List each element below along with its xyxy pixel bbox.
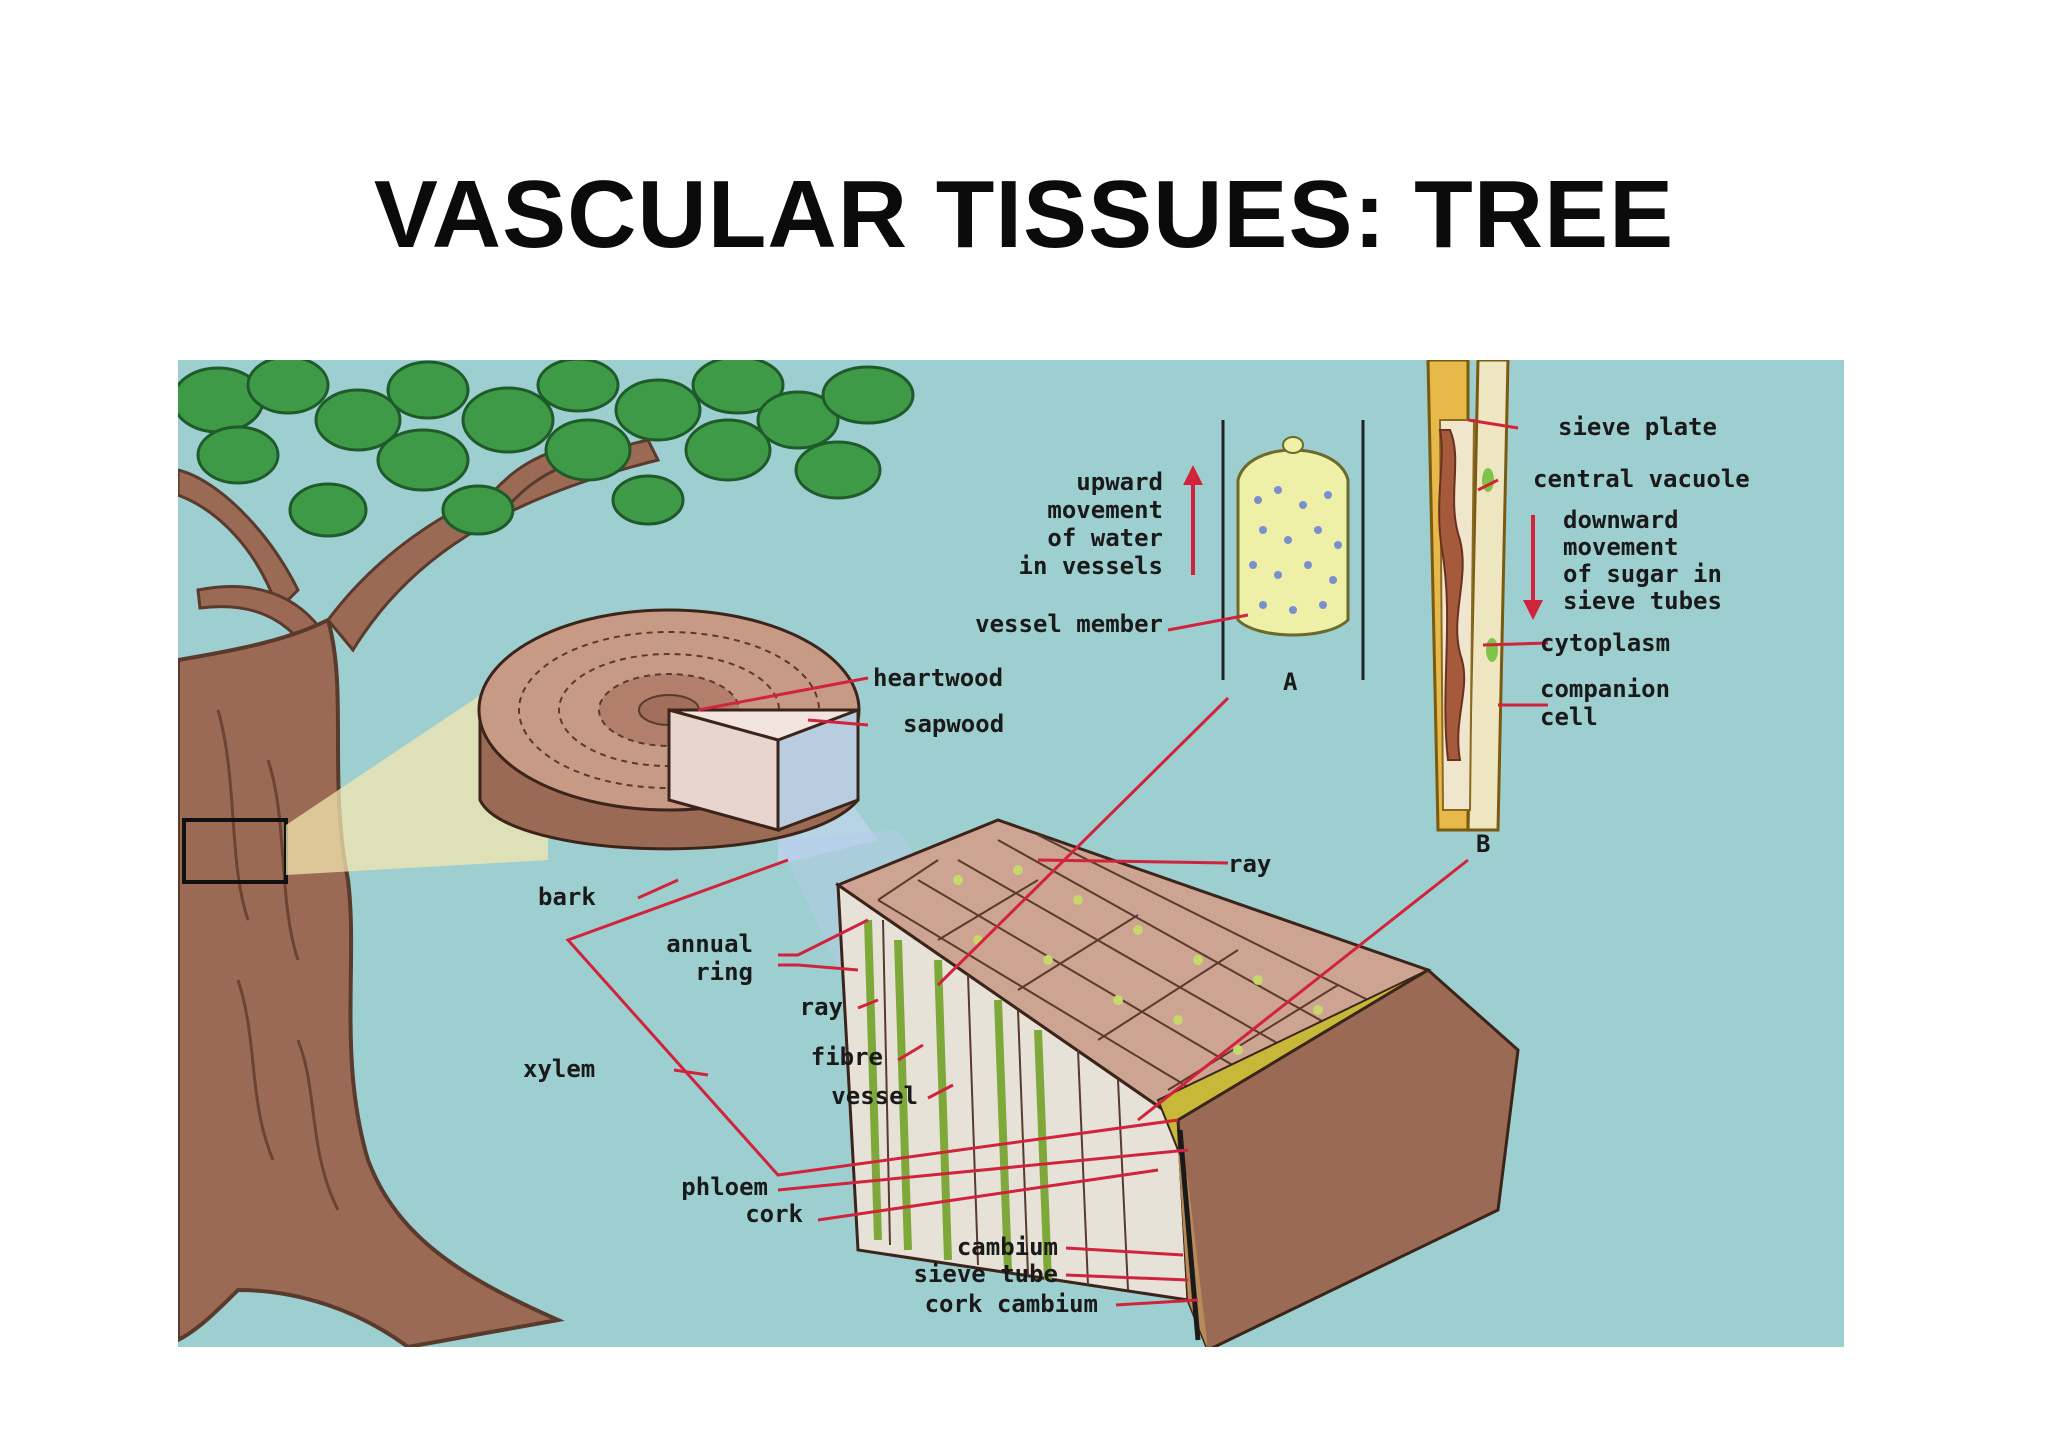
tree-vascular-diagram: upward movement of water in vessels vess… <box>178 360 1844 1347</box>
wood-block-cross-section <box>834 818 1520 1347</box>
label-B: B <box>1476 830 1490 858</box>
label-companion-1: companion <box>1540 675 1670 703</box>
label-downward-4: sieve tubes <box>1563 587 1722 615</box>
label-upward-4: in vessels <box>1019 552 1164 580</box>
label-bark: bark <box>538 883 596 911</box>
label-heartwood: heartwood <box>873 664 1003 692</box>
label-ray: ray <box>800 993 843 1021</box>
label-cork-cambium: cork cambium <box>925 1290 1098 1318</box>
vessel-member-illustration <box>1183 420 1365 680</box>
label-cork: cork <box>745 1200 803 1228</box>
label-ray-top: ray <box>1228 850 1271 878</box>
label-annual-1: annual <box>666 930 753 958</box>
sieve-tube-illustration <box>1426 360 1543 832</box>
label-sieve-plate: sieve plate <box>1558 413 1717 441</box>
label-cambium: cambium <box>957 1233 1058 1261</box>
label-A: A <box>1283 668 1298 696</box>
label-phloem: phloem <box>681 1173 768 1201</box>
label-vessel-member: vessel member <box>975 610 1163 638</box>
leader-lines <box>565 418 1549 1307</box>
label-xylem: xylem <box>523 1055 595 1083</box>
label-fibre: fibre <box>811 1043 883 1071</box>
label-central-vacuole: central vacuole <box>1533 465 1750 493</box>
slide-title: VASCULAR TISSUES: TREE <box>373 161 1675 268</box>
label-annual-2: ring <box>695 958 753 986</box>
label-sapwood: sapwood <box>903 710 1004 738</box>
label-vessel: vessel <box>831 1082 918 1110</box>
label-upward-2: movement <box>1047 496 1163 524</box>
label-cytoplasm: cytoplasm <box>1540 629 1670 657</box>
tree-illustration <box>178 360 915 1347</box>
label-sieve-tube: sieve tube <box>914 1260 1059 1288</box>
label-downward-3: of sugar in <box>1563 560 1722 588</box>
label-downward-1: downward <box>1563 506 1679 534</box>
log-cross-section <box>477 608 861 851</box>
diagram-labels: upward movement of water in vessels vess… <box>523 413 1750 1318</box>
label-companion-2: cell <box>1540 703 1598 731</box>
label-upward-1: upward <box>1076 468 1163 496</box>
label-upward-3: of water <box>1047 524 1163 552</box>
label-downward-2: movement <box>1563 533 1679 561</box>
